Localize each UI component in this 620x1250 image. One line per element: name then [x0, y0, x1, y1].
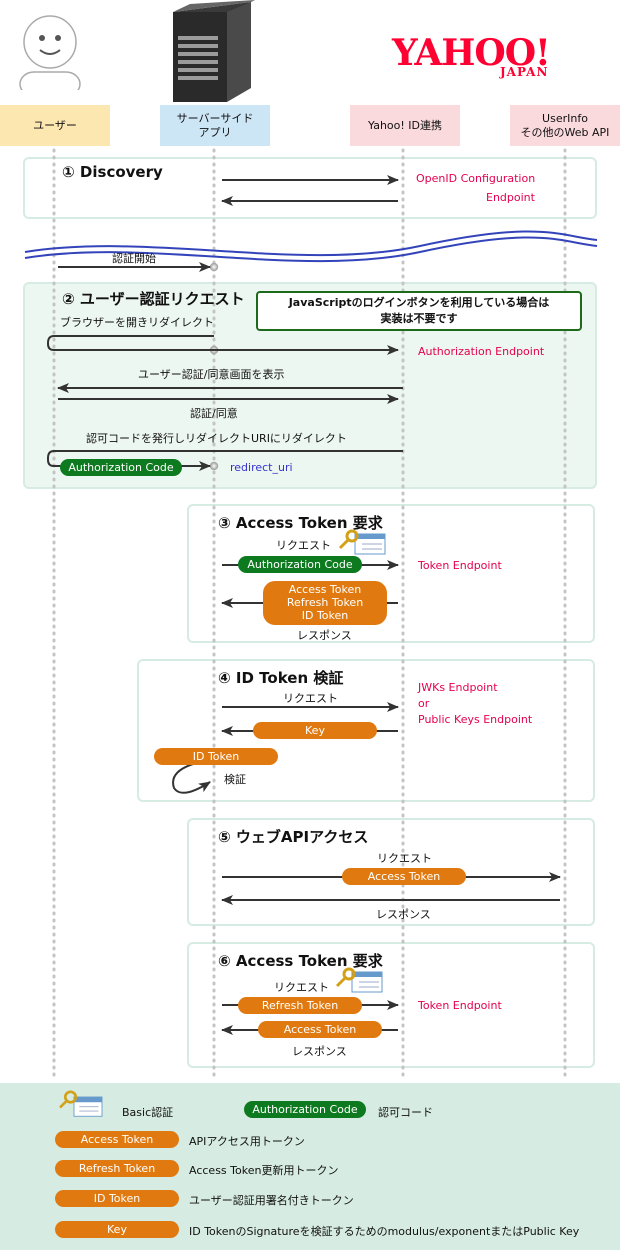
section-title-token-request: ③ Access Token 要求 [218, 514, 383, 532]
access-token-pill: Access Token [258, 1021, 382, 1038]
legend-id-token-desc: ユーザー認証用署名付きトークン [189, 1194, 354, 1207]
token-bundle-pill: Access Token Refresh Token ID Token [263, 581, 387, 625]
key-card-icon [335, 967, 383, 993]
yahoo-japan-logo: YAHOO! JAPAN [392, 32, 551, 79]
server-icon [173, 0, 255, 102]
section-title-auth-request: ② ユーザー認証リクエスト [62, 290, 245, 308]
legend-key-desc: ID TokenのSignatureを検証するためのmodulus/expone… [189, 1225, 580, 1238]
legend-authorization-code-desc: 認可コード [378, 1106, 433, 1119]
authorization-code-pill: Authorization Code [238, 556, 362, 573]
label-request: リクエスト [276, 539, 331, 552]
label-request: リクエスト [274, 981, 329, 994]
label-response: レスポンス [292, 1045, 347, 1058]
endpoint-jwks: JWKs Endpoint or Public Keys Endpoint [418, 680, 532, 728]
endpoint-or-line: or [418, 697, 430, 710]
legend-authorization-code-pill: Authorization Code [244, 1101, 366, 1118]
label-show-consent: ユーザー認証/同意画面を表示 [138, 368, 285, 381]
legend: Basic認証 Authorization Code 認可コード Access … [0, 1083, 620, 1250]
key-card-icon [59, 1090, 103, 1117]
arrow-code-redirect [47, 450, 403, 471]
label-auth-start: 認証開始 [112, 252, 156, 265]
label-verify: 検証 [224, 773, 246, 786]
label-code-redirect: 認可コードを発行しリダイレクトURIにリダイレクト [86, 432, 347, 445]
endpoint-openid-config: OpenID Configuration [416, 172, 536, 185]
legend-refresh-token-pill: Refresh Token [55, 1160, 179, 1177]
access-token-pill: Access Token [342, 868, 466, 885]
refresh-token-text: Refresh Token [286, 596, 364, 609]
label-response: レスポンス [297, 629, 352, 642]
label-request: リクエスト [283, 692, 338, 705]
id-token-text: ID Token [301, 609, 349, 622]
section-webapi-box [187, 818, 595, 926]
person-icon [19, 15, 81, 100]
wave-separator [24, 230, 598, 263]
arrow-verify-loop [172, 761, 211, 794]
arrow-browser-redirect [47, 335, 399, 355]
key-pill: Key [253, 722, 377, 739]
legend-key-pill: Key [55, 1221, 179, 1238]
legend-access-token-pill: Access Token [55, 1131, 179, 1148]
section-token-request-box [187, 504, 595, 643]
legend-access-token-desc: APIアクセス用トークン [189, 1135, 305, 1148]
authorization-code-pill: Authorization Code [60, 459, 182, 476]
endpoint-jwks-line: JWKs Endpoint [418, 681, 498, 694]
section-discovery-box [23, 157, 597, 219]
key-card-icon [338, 529, 386, 555]
label-response: レスポンス [376, 908, 431, 921]
section-title-token-refresh: ⑥ Access Token 要求 [218, 952, 383, 970]
access-token-text: Access Token [288, 583, 362, 596]
label-browser-redirect: ブラウザーを開きリダイレクト [60, 316, 214, 329]
label-consent: 認証/同意 [190, 407, 238, 420]
id-token-pill: ID Token [154, 748, 278, 765]
javascript-note: JavaScriptのログインボタンを利用している場合は 実装は不要です [256, 291, 582, 331]
legend-refresh-token-desc: Access Token更新用トークン [189, 1164, 339, 1177]
section-title-discovery: ① Discovery [62, 163, 163, 181]
redirect-uri-label: redirect_uri [230, 461, 293, 474]
lane-header-server: サーバーサイド アプリ [160, 105, 270, 146]
legend-basic-auth: Basic認証 [122, 1106, 174, 1119]
lane-header-user: ユーザー [0, 105, 110, 146]
refresh-token-pill: Refresh Token [238, 997, 362, 1014]
endpoint-token: Token Endpoint [418, 999, 502, 1012]
lane-header-userinfo: UserInfo その他のWeb API [510, 105, 620, 146]
endpoint-openid-config-2: Endpoint [486, 191, 535, 204]
section-title-webapi: ⑤ ウェブAPIアクセス [218, 828, 369, 846]
endpoint-publickeys-line: Public Keys Endpoint [418, 713, 533, 726]
legend-id-token-pill: ID Token [55, 1190, 179, 1207]
section-title-idtoken-verify: ④ ID Token 検証 [218, 669, 344, 687]
label-request: リクエスト [377, 852, 432, 865]
endpoint-authorization: Authorization Endpoint [418, 345, 545, 358]
lane-header-yahoo: Yahoo! ID連携 [350, 105, 460, 146]
endpoint-token: Token Endpoint [418, 559, 502, 572]
